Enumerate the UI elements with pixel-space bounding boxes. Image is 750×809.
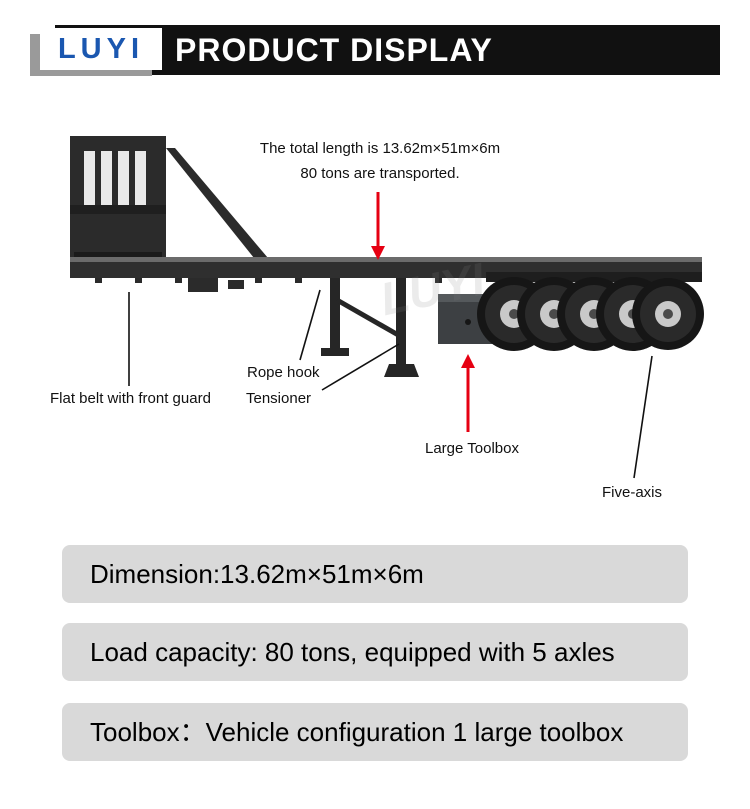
spec-bar-load-capacity: Load capacity: 80 tons, equipped with 5 …	[62, 623, 688, 681]
logo-box: LUYI	[40, 28, 162, 70]
spec-bar-toolbox: Toolbox：Vehicle configuration 1 large to…	[62, 703, 688, 761]
annotation-tensioner: Tensioner	[246, 390, 312, 407]
annotation-total-length-line2: 80 tons are transported.	[300, 165, 460, 182]
trailer-front-guard	[70, 136, 166, 262]
toolbox-up-arrow-icon	[461, 354, 475, 432]
tensioner-callout-line	[321, 343, 400, 391]
spec-bar-dimension: Dimension:13.62m×51m×6m	[62, 545, 688, 603]
annotation-total-length-line1: The total length is 13.62m×51m×6m	[259, 140, 501, 157]
five-axis-callout-line	[633, 355, 653, 479]
total-length-down-arrow-icon	[371, 192, 385, 260]
wheel-axle-5	[632, 278, 704, 350]
annotation-rope-hook: Rope hook	[247, 364, 320, 381]
annotation-large-toolbox: Large Toolbox	[425, 440, 519, 457]
annotation-front-guard: Flat belt with front guard	[50, 390, 211, 407]
annotation-five-axis: Five-axis	[602, 484, 663, 501]
support-strut	[166, 148, 268, 258]
landing-gear	[321, 278, 419, 377]
header-bar	[55, 25, 720, 75]
logo-text: LUYI	[57, 32, 145, 65]
rope-hook-callout-line	[299, 289, 321, 361]
under-deck-equipment	[188, 278, 244, 292]
page-title: PRODUCT DISPLAY	[175, 32, 493, 68]
